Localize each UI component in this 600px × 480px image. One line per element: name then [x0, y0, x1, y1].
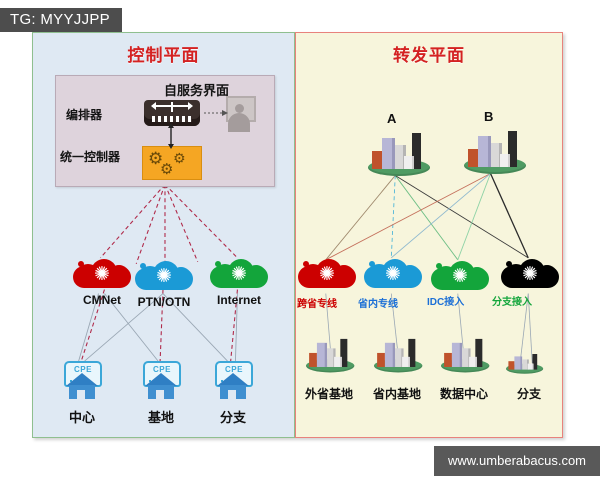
city-a	[368, 128, 430, 176]
site-center: CPE 中心	[58, 361, 106, 425]
site-data-center	[441, 335, 490, 373]
forwarding-plane-title: 转发平面	[393, 46, 465, 65]
site-base: CPE 基地	[137, 361, 185, 425]
control-plane-panel: 控制平面 自服务	[32, 32, 295, 438]
cloud-cross-province: ✺	[298, 259, 356, 293]
site-label: 数据中心	[439, 387, 488, 401]
user-monitor-icon	[224, 96, 256, 132]
city-a-label: A	[387, 111, 397, 126]
cloud-ptn-otn: ✺ PTN/OTN	[135, 261, 193, 309]
link-label-intra-province: 省内专线	[358, 299, 398, 310]
site-in-province-base	[374, 335, 423, 373]
control-box: 自服务界面 编排器 统一控制器 ⚙⚙⚙	[55, 75, 275, 187]
site-label: 基地	[147, 410, 174, 425]
site-branch	[506, 345, 544, 374]
cloud-internet: ✺ Internet	[210, 259, 268, 307]
city-b-label: B	[484, 109, 494, 124]
link-label-cross-province: 跨省专线	[297, 299, 337, 310]
watermark: www.umberabacus.com	[434, 446, 600, 476]
site-label: 中心	[68, 410, 95, 425]
cloud-label: Internet	[216, 293, 261, 307]
cloud-branch-access: ✺	[501, 259, 559, 293]
tg-tag: TG: MYYJJPP	[0, 8, 122, 32]
site-out-province-base	[306, 335, 355, 373]
orchestrator-label: 编排器	[66, 108, 103, 122]
site-label: 分支	[516, 387, 541, 401]
cloud-intra-province: ✺	[364, 259, 422, 293]
router-icon	[144, 100, 200, 126]
cloud-label: PTN/OTN	[137, 295, 191, 309]
site-label: 外省基地	[304, 387, 353, 401]
site-label: 分支	[219, 410, 246, 425]
site-branch: CPE 分支	[209, 361, 257, 425]
control-plane-title: 控制平面	[127, 46, 200, 65]
cloud-label: CMNet	[83, 293, 121, 307]
cloud-cmnet: ✺ CMNet	[73, 259, 131, 307]
link-label-branch-access: 分支接入	[492, 297, 532, 308]
gears-icon: ⚙⚙⚙	[142, 146, 202, 180]
forwarding-plane-panel: 转发平面 A	[295, 32, 563, 438]
cloud-idc-access: ✺	[431, 261, 489, 295]
forwarding-plane-links	[325, 173, 533, 366]
unified-controller-label: 统一控制器	[60, 150, 121, 164]
self-service-label: 自服务界面	[164, 83, 230, 98]
site-label: 省内基地	[372, 387, 421, 401]
city-b	[464, 126, 526, 174]
link-label-idc-access: IDC接入	[427, 297, 465, 308]
